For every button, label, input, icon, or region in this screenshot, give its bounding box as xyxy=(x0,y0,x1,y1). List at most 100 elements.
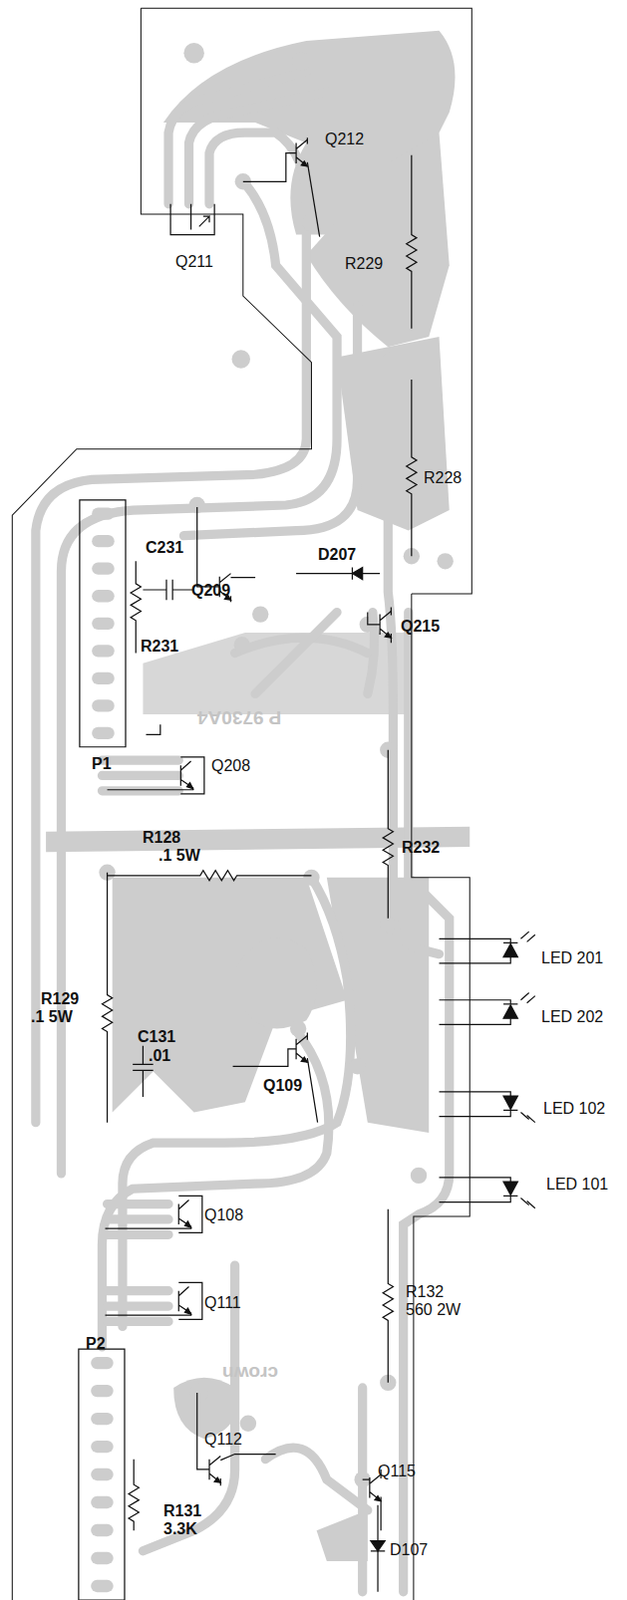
emitter-arrow xyxy=(186,783,193,790)
part-label: Q109 xyxy=(263,1077,303,1095)
led-bar xyxy=(503,1196,518,1198)
part-label: LED 102 xyxy=(543,1100,606,1118)
part-label: R231 xyxy=(140,637,179,655)
emitter-arrow xyxy=(184,1222,191,1229)
part-label: C231 xyxy=(145,539,184,557)
connector-pin xyxy=(90,1441,114,1454)
emitter-arrow xyxy=(374,1497,381,1503)
led-bar xyxy=(503,942,518,944)
connector-pin xyxy=(91,507,115,520)
connector-pin xyxy=(90,1525,114,1538)
led-lead xyxy=(439,939,512,964)
part-label: R131 xyxy=(163,1503,202,1521)
led-light-arrow xyxy=(520,993,535,1004)
transistor-symbol xyxy=(379,612,391,639)
resistor-symbol xyxy=(406,155,417,329)
connector-pin xyxy=(90,1469,114,1482)
part-label: P 9730A4 xyxy=(197,709,282,727)
part-label: D207 xyxy=(317,546,356,564)
diode-body xyxy=(351,567,362,580)
part-label: Q209 xyxy=(191,582,231,600)
led-body xyxy=(503,1096,518,1110)
connector-pin xyxy=(90,1413,114,1426)
transistor-lead xyxy=(197,1393,277,1487)
connector-pin xyxy=(91,563,115,576)
transistor-lead xyxy=(243,137,320,237)
part-label: Q111 xyxy=(204,1294,242,1312)
connector-pin xyxy=(90,1357,114,1370)
connector-pin xyxy=(91,618,115,630)
power-transistor-symbol xyxy=(105,1196,203,1234)
part-label: LED 201 xyxy=(541,949,604,967)
led-bar xyxy=(503,1110,518,1112)
part-label: Q211 xyxy=(175,253,214,271)
part-label: P2 xyxy=(85,1335,106,1353)
emitter-arrow xyxy=(184,1308,191,1315)
transistor-symbol xyxy=(296,139,308,167)
diode-symbol xyxy=(296,567,380,580)
emitter-arrow xyxy=(301,1057,308,1063)
part-label: C131 xyxy=(137,1028,176,1046)
led-body xyxy=(503,1182,518,1196)
resistor-symbol xyxy=(130,561,141,653)
connector-pin xyxy=(90,1553,114,1566)
part-label: R128 xyxy=(142,829,181,847)
resistor-symbol xyxy=(382,1210,393,1384)
led-light-arrow xyxy=(520,932,535,942)
led-body xyxy=(503,1005,518,1019)
led-bar xyxy=(503,1003,518,1005)
emitter-arrow xyxy=(384,632,391,638)
part-label: R129 xyxy=(40,990,79,1008)
q211-symbol xyxy=(170,204,215,236)
part-label: LED 202 xyxy=(541,1008,604,1026)
part-label: crown xyxy=(222,1365,279,1383)
led-light-arrow xyxy=(520,1198,535,1209)
connector-pin xyxy=(90,1580,114,1593)
emitter-arrow xyxy=(214,1478,221,1484)
resistor-symbol xyxy=(107,871,313,882)
connector-pin xyxy=(90,1385,114,1398)
led-lead xyxy=(439,1178,512,1204)
component-symbols xyxy=(78,137,536,1600)
diode-body xyxy=(370,1542,385,1553)
part-label: 3.3K xyxy=(163,1521,198,1539)
diode-symbol xyxy=(370,1506,385,1593)
led-lead xyxy=(439,1092,512,1118)
pin1-mark xyxy=(145,724,160,735)
power-transistor-symbol xyxy=(107,757,205,795)
part-label: Q208 xyxy=(211,757,251,775)
board-outline xyxy=(11,7,472,1600)
connector-pin xyxy=(91,535,115,548)
part-label: Q212 xyxy=(324,130,364,148)
resistor-symbol xyxy=(101,873,112,1124)
led-body xyxy=(503,943,518,957)
connector-pin xyxy=(90,1497,114,1510)
part-label: Q112 xyxy=(204,1431,243,1449)
part-label: R132 xyxy=(405,1283,444,1301)
part-label: .01 xyxy=(148,1047,171,1065)
connector-pin xyxy=(91,699,115,712)
part-label: P1 xyxy=(91,755,112,773)
transistor-symbol xyxy=(209,1457,221,1485)
connector-outline xyxy=(78,1349,125,1600)
capacitor-symbol xyxy=(142,580,194,601)
copper-traces xyxy=(35,71,450,1593)
connector-pin xyxy=(91,590,115,603)
part-label: R232 xyxy=(401,839,440,857)
transistor-lead xyxy=(367,607,392,643)
resistor-symbol xyxy=(382,750,393,920)
connector-pin xyxy=(91,644,115,657)
part-label: R228 xyxy=(423,469,462,487)
part-label: .1 5W xyxy=(30,1008,73,1026)
part-label: R229 xyxy=(344,255,383,273)
transistor-lead xyxy=(233,1033,318,1124)
transistor-symbol xyxy=(296,1036,308,1064)
part-label: .1 5W xyxy=(158,847,201,865)
solder-pads xyxy=(98,42,453,1489)
part-label: D107 xyxy=(389,1542,428,1560)
part-label: LED 101 xyxy=(546,1176,609,1194)
led-lead xyxy=(439,1000,512,1026)
part-label: Q108 xyxy=(204,1207,244,1225)
power-transistor-symbol xyxy=(105,1282,203,1320)
